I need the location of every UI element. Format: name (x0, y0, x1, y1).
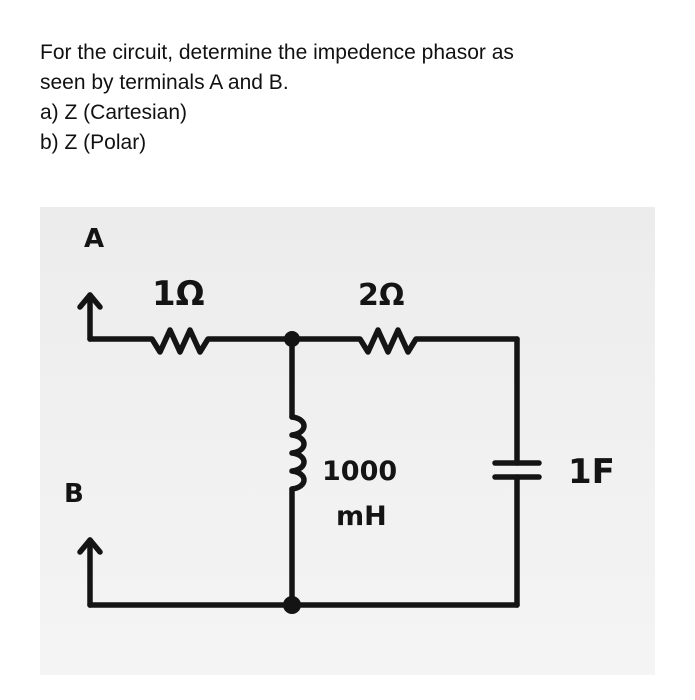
top-node (284, 331, 300, 347)
question-text: For the circuit, determine the impedence… (40, 38, 660, 158)
bottom-node (283, 596, 301, 614)
terminal-b-label: B (64, 479, 84, 509)
question-line-2: seen by terminals A and B. (40, 71, 289, 94)
resistor-r1 (87, 327, 295, 355)
question-part-b: b) Z (Polar) (40, 131, 147, 154)
capacitor-label: 1F (568, 452, 615, 492)
question-line-1: For the circuit, determine the impedence… (40, 41, 514, 64)
resistor-r2 (289, 327, 520, 355)
inductor-unit-label: mH (336, 501, 387, 532)
circuit-photo: A B 1Ω 2Ω 1000 mH 1F (40, 207, 655, 675)
r1-label: 1Ω (152, 274, 205, 314)
circuit-diagram: A B 1Ω 2Ω 1000 mH 1F (64, 224, 615, 614)
question-part-a: a) Z (Cartesian) (40, 101, 188, 124)
inductor-value-label: 1000 (322, 456, 397, 487)
terminal-a-label: A (84, 224, 104, 254)
inductor-coil (289, 414, 307, 492)
r2-label: 2Ω (358, 278, 404, 313)
